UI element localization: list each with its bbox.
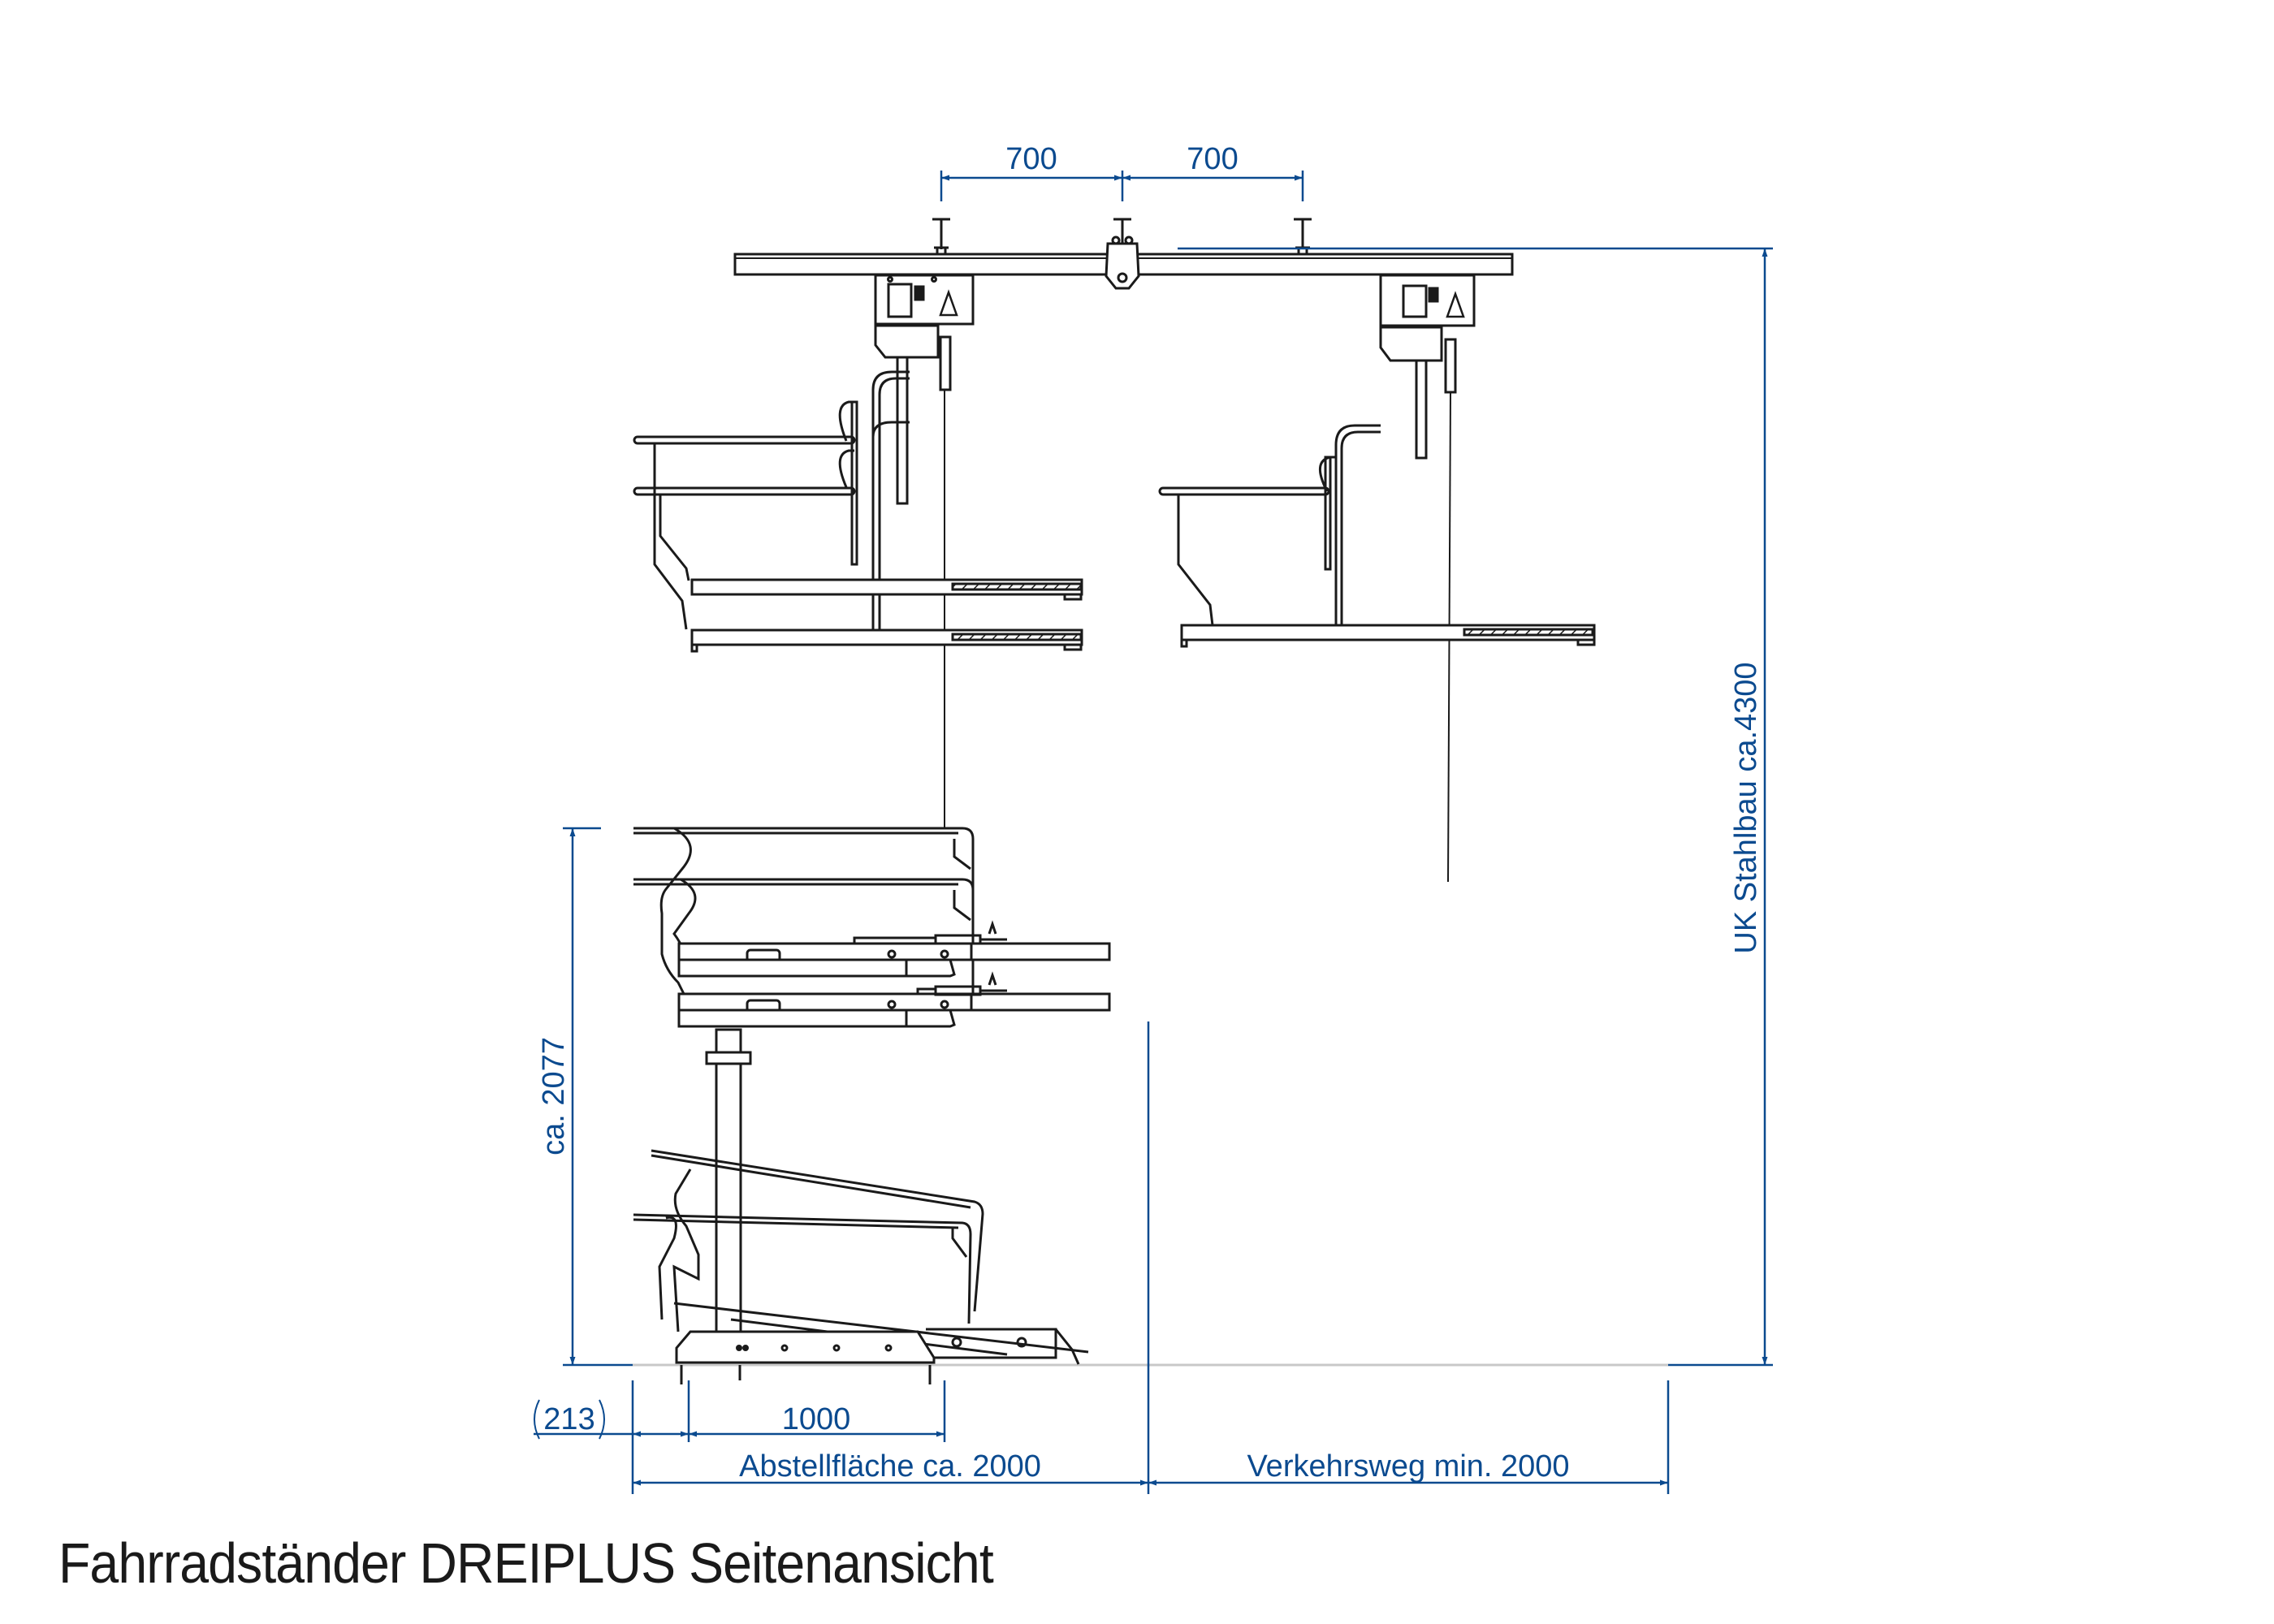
- left-motor-unit: [874, 274, 975, 828]
- lower-pullout-rack: [633, 827, 1111, 1028]
- ceiling-beam: [733, 218, 1514, 290]
- dimensions: [534, 171, 1773, 1494]
- right-motor-unit: [1379, 274, 1476, 883]
- ground-rack: [633, 1149, 1089, 1384]
- drawing-title: Fahrradständer DREIPLUS Seitenansicht: [58, 1531, 994, 1595]
- right-upper-rack: [1158, 424, 1596, 648]
- left-upper-rack: [633, 370, 1083, 653]
- hanger-center: [1105, 218, 1140, 290]
- dim-base-1000: 1000: [782, 1402, 851, 1436]
- hanger-left: [932, 218, 950, 256]
- dim-700-right: 700: [1187, 142, 1238, 176]
- dim-traffic-way: Verkehrsweg min. 2000: [1247, 1449, 1569, 1484]
- dim-700-left: 700: [1005, 142, 1057, 176]
- central-column: [705, 1028, 752, 1352]
- dim-parking-area: Abstellfläche ca. 2000: [739, 1449, 1041, 1484]
- dim-steel-height: UK Stahlbau ca.4300: [1729, 662, 1763, 953]
- dim-offset-213: 213: [543, 1402, 594, 1436]
- dim-rack-height: ca. 2077: [537, 1037, 571, 1155]
